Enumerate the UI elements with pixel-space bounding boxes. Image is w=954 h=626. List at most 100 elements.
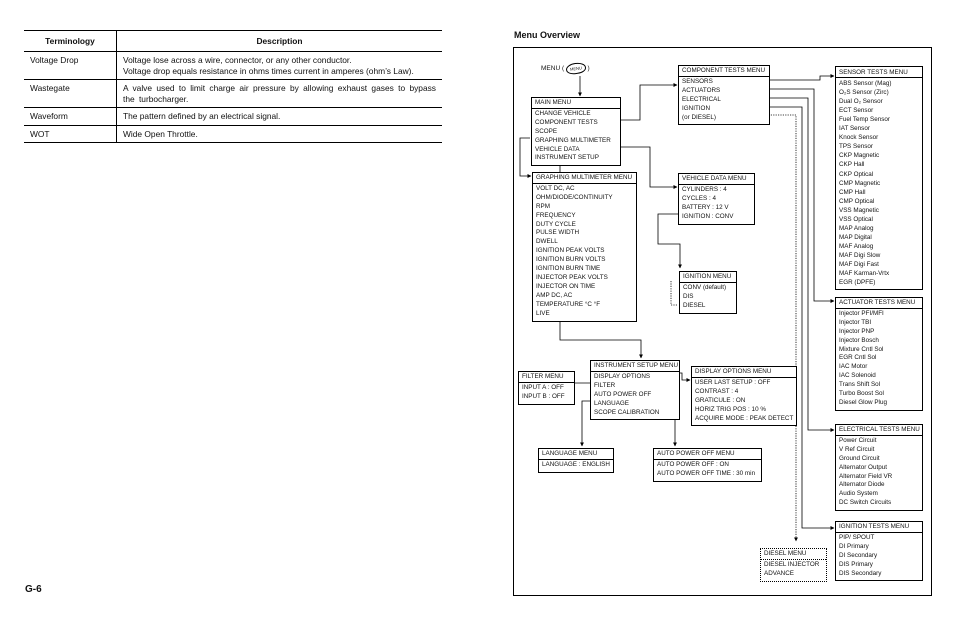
- menu-item: CMP Hall: [839, 188, 866, 196]
- menu-item: CMP Magnetic: [839, 179, 881, 187]
- menu-item: PIP/ SPOUT: [839, 533, 875, 541]
- menu-item: COMPONENT TESTS: [535, 118, 598, 126]
- menu-item: CMP Optical: [839, 197, 875, 205]
- menu-item: DIS Secondary: [839, 569, 882, 577]
- menu-item: INPUT B : OFF: [522, 392, 565, 400]
- menu-title: IGNITION MENU: [680, 273, 736, 283]
- menu-item: HORIZ TRIG POS : 10 %: [695, 405, 766, 413]
- menu-item: CKP Hall: [839, 161, 865, 169]
- menu-title: SENSOR TESTS MENU: [836, 68, 922, 79]
- menu-title: COMPONENT TESTS MENU: [679, 67, 769, 77]
- menu-item: Mixture Cntl Sol: [839, 345, 884, 353]
- menu-item: EGR Cntl Sol: [839, 354, 877, 362]
- menu-item: RPM: [536, 202, 550, 210]
- menu-item: MAP Analog: [839, 224, 874, 232]
- menu-item: CONV (default): [683, 283, 727, 291]
- menu-title: MAIN MENU: [532, 99, 620, 109]
- menu-item: ACTUATORS: [682, 86, 721, 94]
- description-line: Voltage drop equals resistance in ohms t…: [123, 65, 414, 76]
- menu-item: AUTO POWER OFF : ON: [657, 460, 729, 468]
- menu-item: IAC Solenoid: [839, 372, 876, 380]
- menu-item: IAC Motor: [839, 363, 868, 371]
- menu-item: IGNITION BURN VOLTS: [536, 256, 606, 264]
- menu-item: Dual O₂ Sensor: [839, 98, 883, 106]
- column-header-terminology: Terminology: [24, 30, 117, 52]
- menu-item: O₂S Sensor (Zirc): [839, 89, 889, 97]
- description-cell: Voltage lose across a wire, connector, o…: [116, 51, 442, 80]
- menu-item: LANGUAGE: [594, 399, 629, 407]
- table-row: Voltage Drop Voltage lose across a wire,…: [24, 51, 442, 80]
- menu-item: DI Primary: [839, 542, 869, 550]
- menu-title: ACTUATOR TESTS MENU: [836, 299, 922, 309]
- menu-item: VSS Magnetic: [839, 206, 879, 214]
- menu-item: FREQUENCY: [536, 211, 576, 219]
- menu-item: ELECTRICAL: [682, 95, 721, 103]
- menu-item: SENSORS: [682, 77, 713, 85]
- menu-item: MAF Analog: [839, 242, 874, 250]
- description-cell: The pattern defined by an electrical sig…: [116, 107, 442, 126]
- menu-title: IGNITION TESTS MENU: [836, 523, 922, 533]
- menu-item: ABS Sensor (Mag): [839, 80, 892, 88]
- menu-item: CYLINDERS : 4: [682, 185, 727, 193]
- page-number: G-6: [25, 584, 42, 595]
- menu-item: VSS Optical: [839, 215, 873, 223]
- menu-icon-text: MENU: [569, 65, 582, 72]
- menu-item: IGNITION : CONV: [682, 212, 734, 220]
- menu-button-icon: MENU: [565, 61, 587, 76]
- menu-item: (or DIESEL): [682, 113, 716, 121]
- description-line: Wide Open Throttle.: [123, 128, 198, 139]
- table-row: WOT Wide Open Throttle.: [24, 125, 442, 143]
- menu-item: DIESEL INJECTOR: [764, 560, 820, 568]
- menu-title: ELECTRICAL TESTS MENU: [836, 426, 922, 436]
- menu-item: Alternator Field VR: [839, 472, 893, 480]
- menu-item: IGNITION: [682, 104, 710, 112]
- menu-item: INSTRUMENT SETUP: [535, 154, 599, 162]
- menu-item: DIESEL: [683, 301, 706, 309]
- menu-title: VEHICLE DATA MENU: [679, 175, 754, 185]
- menu-item: MAF Digi Slow: [839, 251, 881, 259]
- menu-item: CHANGE VEHICLE: [535, 109, 591, 117]
- menu-title: INSTRUMENT SETUP MENU: [591, 362, 679, 372]
- menu-item: CYCLES : 4: [682, 194, 716, 202]
- menu-item: ECT Sensor: [839, 107, 874, 115]
- menu-item: Injector TBI: [839, 318, 872, 326]
- menu-item: OHM/DIODE/CONTINUITY: [536, 193, 613, 201]
- menu-item: DIS Primary: [839, 560, 873, 568]
- menu-key-close: ): [587, 65, 590, 72]
- menu-key-text: MENU (: [541, 65, 565, 72]
- menu-item: Injector PNP: [839, 327, 875, 335]
- menu-item: AMP DC, AC: [536, 291, 573, 299]
- menu-item: GRAPHING MULTIMETER: [535, 136, 611, 144]
- menu-item: TPS Sensor: [839, 143, 873, 151]
- menu-item: LANGUAGE : ENGLISH: [542, 460, 610, 468]
- menu-item: DWELL: [536, 238, 558, 246]
- menu-item: FILTER: [594, 381, 616, 389]
- table-header-row: Terminology Description: [24, 30, 442, 52]
- menu-item: INJECTOR ON TIME: [536, 282, 596, 290]
- menu-item: LIVE: [536, 309, 550, 317]
- description-cell: Wide Open Throttle.: [116, 125, 442, 143]
- description-line: The pattern defined by an electrical sig…: [123, 111, 281, 121]
- menu-item: DIS: [683, 292, 694, 300]
- menu-item: EGR (DPFE): [839, 279, 876, 287]
- menu-overview-diagram: [513, 47, 932, 596]
- menu-item: DC Switch Circuits: [839, 499, 892, 507]
- menu-item: BATTERY : 12 V: [682, 203, 729, 211]
- terminology-table: Terminology Description Voltage Drop Vol…: [24, 30, 442, 143]
- menu-title: AUTO POWER OFF MENU: [654, 450, 761, 460]
- menu-item: SCOPE: [535, 127, 558, 135]
- menu-item: Knock Sensor: [839, 134, 879, 142]
- menu-item: TEMPERATURE °C °F: [536, 300, 601, 308]
- table-row: Waveform The pattern defined by an elect…: [24, 107, 442, 126]
- menu-title: DISPLAY OPTIONS MENU: [692, 368, 796, 378]
